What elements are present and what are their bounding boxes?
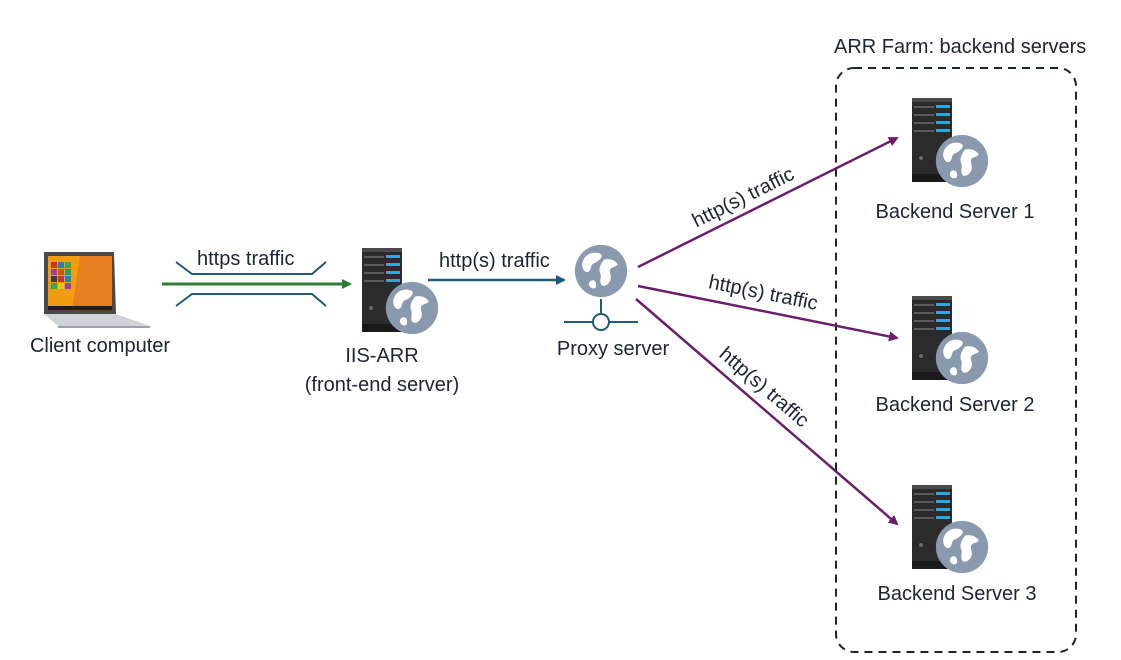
frontend-label-line2: (front-end server) [304, 374, 460, 396]
link-label-backend1: http(s) traffic [689, 163, 798, 232]
client-label: Client computer [29, 335, 171, 357]
proxy-to-backend3-arrow [635, 298, 899, 526]
backend1-label: Backend Server 1 [875, 201, 1035, 223]
farm-title: ARR Farm: backend servers [834, 36, 1087, 58]
frontend-to-proxy-label: http(s) traffic [439, 250, 550, 272]
proxy-globe-icon [564, 244, 638, 331]
frontend-server-icon [362, 248, 439, 335]
link-label-backend2: http(s) traffic [707, 271, 820, 315]
proxy-to-backend2-arrow [637, 284, 899, 342]
https-link-label: https traffic [197, 248, 295, 270]
proxy-label: Proxy server [556, 338, 670, 360]
backend2-server-icon [912, 296, 989, 385]
backend3-label: Backend Server 3 [877, 583, 1037, 605]
link-label-backend3: http(s) traffic [715, 343, 813, 432]
backend3-server-icon [912, 485, 989, 574]
backend1-server-icon [912, 98, 989, 188]
frontend-label-line1: IIS-ARR [345, 345, 419, 367]
https-tunnel [175, 261, 327, 307]
arr-farm-container [835, 67, 1077, 653]
proxy-to-backend1-arrow [637, 136, 899, 269]
laptop-icon [44, 252, 150, 328]
backend2-label: Backend Server 2 [875, 394, 1035, 416]
